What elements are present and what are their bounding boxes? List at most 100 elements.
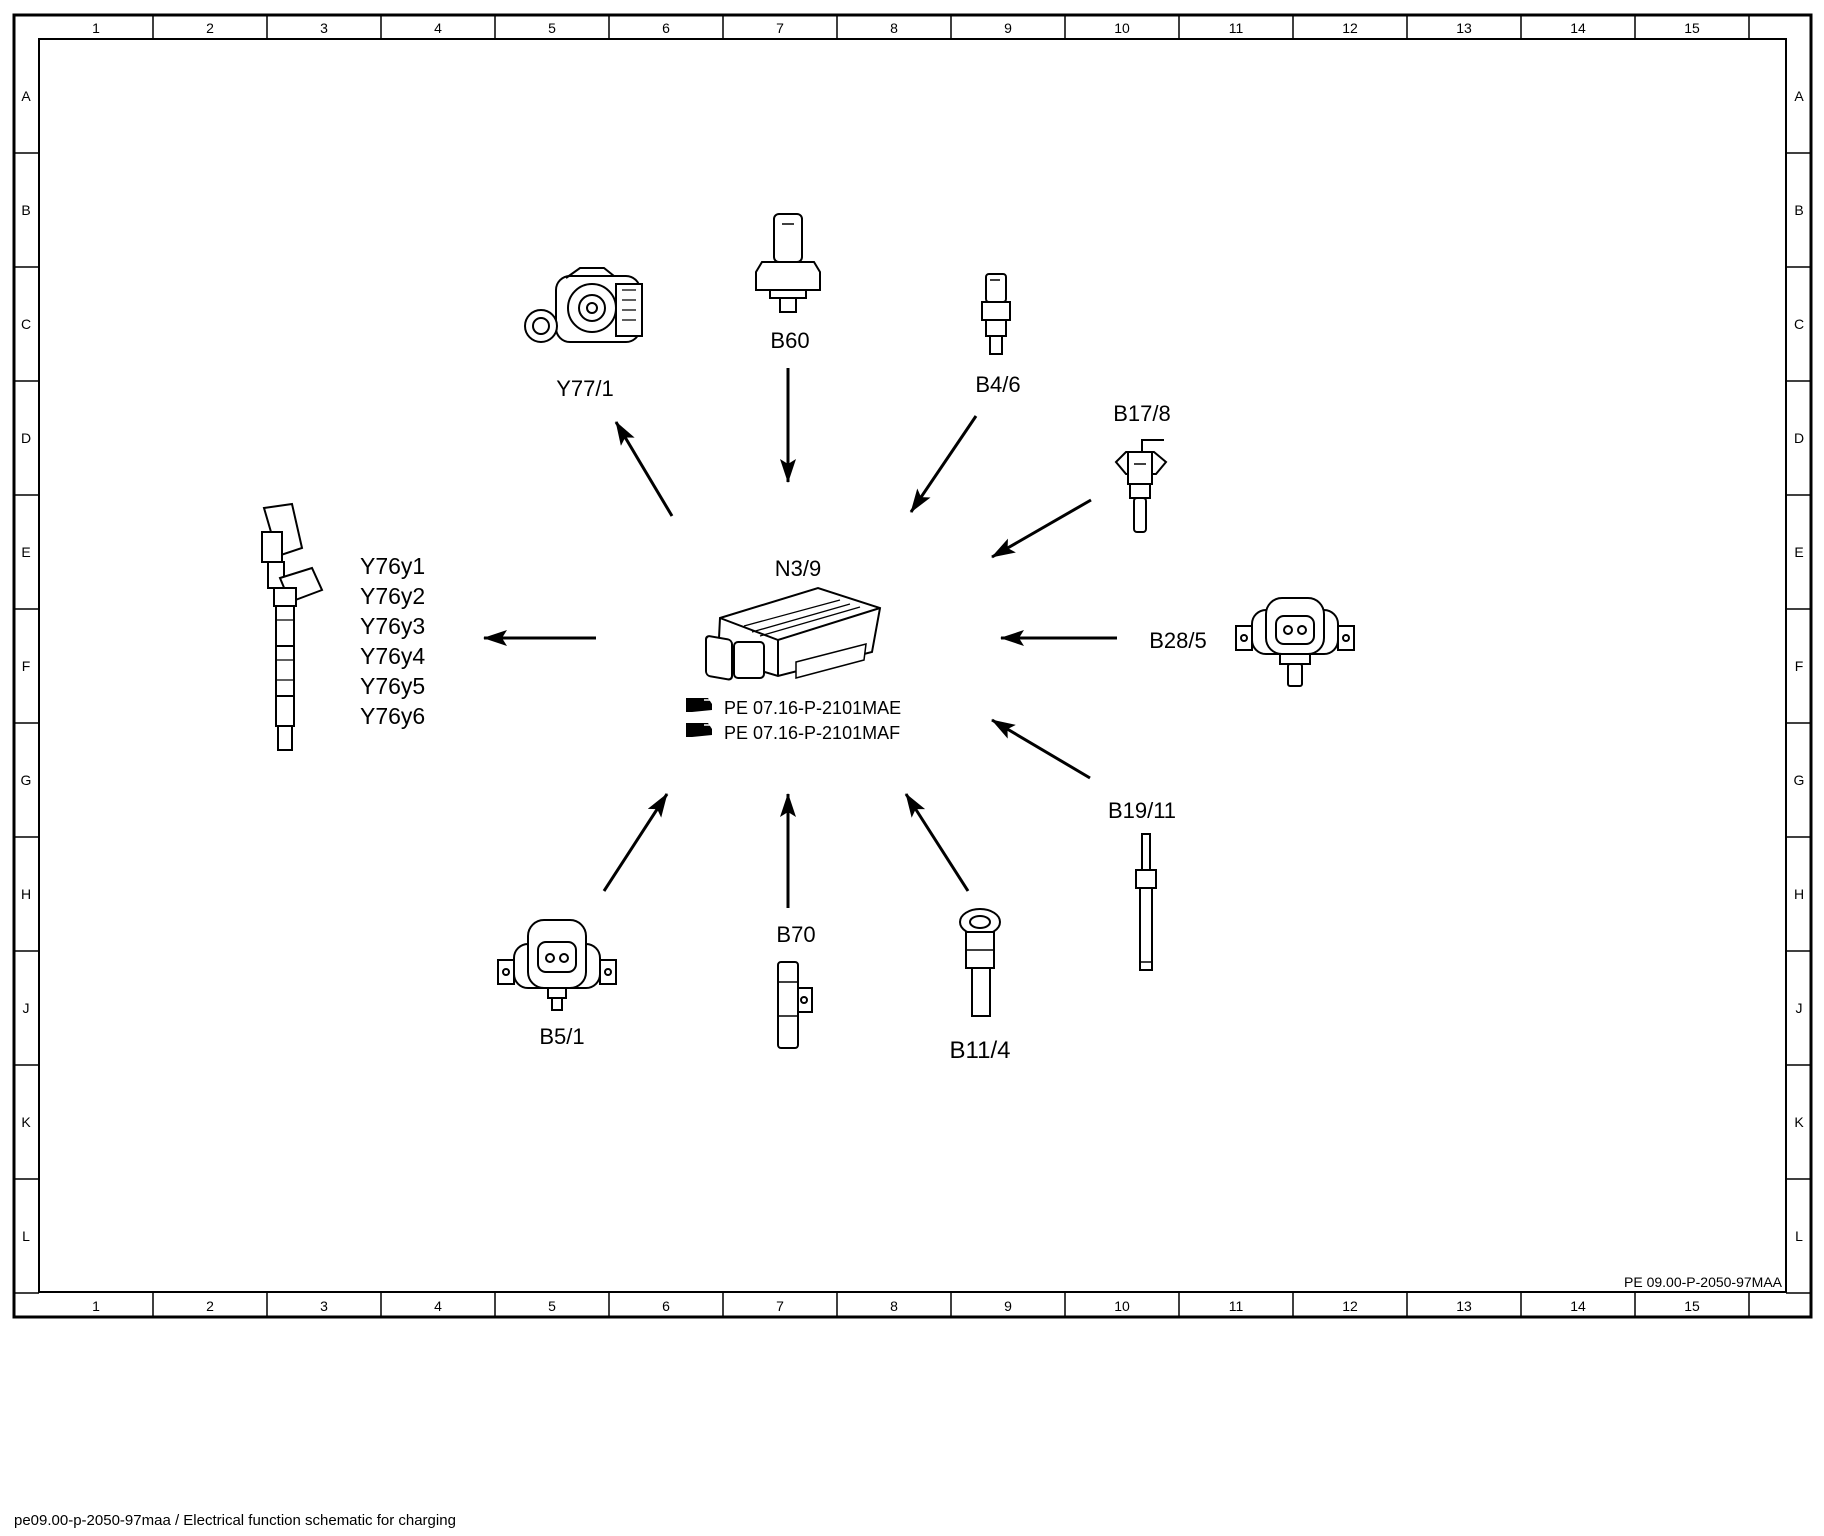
grid-col-label-bottom: 3 (320, 1298, 328, 1314)
grid-row-label-right: G (1794, 772, 1805, 788)
grid-col-label-top: 7 (776, 20, 784, 36)
component-b28-5: B28/5 (1149, 597, 1355, 687)
ref-icon-2 (686, 723, 716, 737)
arrow-from-b4-6 (909, 415, 978, 513)
grid-col-label-top: 12 (1342, 20, 1358, 36)
control-unit-icon (705, 586, 882, 681)
grid-col-label-bottom: 10 (1114, 1298, 1130, 1314)
ref-icon-1 (686, 698, 716, 712)
drawing-frame (12, 13, 1813, 1319)
control-unit-n3-9: N3/9 PE 07.16-P-2101MAE PE 07.16-P-2101M… (686, 556, 901, 743)
grid-ticks (14, 15, 1811, 1317)
grid-row-label-left: C (21, 316, 31, 332)
injector-labels: Y76y1 Y76y2 Y76y3 Y76y4 Y76y5 Y76y6 (360, 553, 425, 729)
intake-sensor-icon (1114, 439, 1168, 533)
label-b5-1: B5/1 (539, 1024, 584, 1049)
label-y76y3: Y76y3 (360, 613, 425, 639)
grid-col-label-top: 11 (1229, 20, 1244, 36)
arrow-from-b19-11 (991, 718, 1091, 780)
grid-col-label-top: 8 (890, 20, 898, 36)
component-b4-6: B4/6 (975, 273, 1021, 397)
label-y76y4: Y76y4 (360, 643, 425, 669)
grid-labels: 1122334455667788991010111112121313141415… (21, 20, 1805, 1314)
grid-col-label-top: 1 (92, 20, 100, 36)
label-b70: B70 (776, 922, 815, 947)
label-b4-6: B4/6 (975, 372, 1020, 397)
figure-caption: pe09.00-p-2050-97maa / Electrical functi… (14, 1512, 456, 1529)
grid-col-label-bottom: 11 (1229, 1298, 1244, 1314)
control-unit-ref-2: PE 07.16-P-2101MAF (724, 723, 900, 743)
component-b70: B70 (776, 922, 816, 1049)
grid-col-label-top: 14 (1570, 20, 1586, 36)
grid-col-label-top: 5 (548, 20, 556, 36)
grid-row-label-right: H (1794, 886, 1804, 902)
grid-row-label-right: J (1796, 1000, 1803, 1016)
component-b11-4: B11/4 (950, 908, 1011, 1064)
grid-row-label-right: E (1794, 544, 1803, 560)
crankshaft-sensor-icon (777, 961, 813, 1049)
grid-col-label-bottom: 9 (1004, 1298, 1012, 1314)
exhaust-temp-probe-icon (1135, 833, 1157, 971)
actuator-icon (524, 267, 643, 343)
grid-row-label-right: K (1794, 1114, 1804, 1130)
grid-row-label-right: C (1794, 316, 1804, 332)
grid-row-label-left: L (22, 1228, 30, 1244)
label-b17-8: B17/8 (1113, 401, 1171, 426)
grid-col-label-bottom: 1 (92, 1298, 100, 1314)
grid-col-label-top: 15 (1684, 20, 1700, 36)
grid-row-label-left: E (21, 544, 30, 560)
drawing-reference: PE 09.00-P-2050-97MAA (1624, 1274, 1783, 1290)
label-y76y1: Y76y1 (360, 553, 425, 579)
component-b60: B60 (755, 213, 821, 353)
arrow-from-b17-8 (991, 498, 1092, 559)
label-b19-11: B19/11 (1108, 798, 1176, 823)
grid-row-label-right: D (1794, 430, 1804, 446)
grid-col-label-bottom: 6 (662, 1298, 670, 1314)
grid-col-label-bottom: 12 (1342, 1298, 1358, 1314)
label-y76y6: Y76y6 (360, 703, 425, 729)
temperature-sensor-icon (981, 273, 1011, 355)
label-y76y2: Y76y2 (360, 583, 425, 609)
grid-col-label-bottom: 2 (206, 1298, 214, 1314)
label-y77-1: Y77/1 (556, 376, 614, 401)
grid-row-label-left: B (21, 202, 30, 218)
grid-row-label-left: G (21, 772, 32, 788)
injector-icon (261, 502, 324, 751)
control-unit-ref-1: PE 07.16-P-2101MAE (724, 698, 901, 718)
grid-col-label-bottom: 5 (548, 1298, 556, 1314)
control-unit-label: N3/9 (775, 556, 821, 581)
grid-row-label-left: K (21, 1114, 31, 1130)
map-sensor-icon (1235, 597, 1355, 687)
grid-col-label-bottom: 14 (1570, 1298, 1586, 1314)
label-y76y5: Y76y5 (360, 673, 425, 699)
grid-col-label-top: 3 (320, 20, 328, 36)
grid-col-label-top: 4 (434, 20, 442, 36)
arrow-to-y77-1 (614, 421, 674, 517)
grid-col-label-bottom: 13 (1456, 1298, 1472, 1314)
grid-col-label-top: 2 (206, 20, 214, 36)
component-b5-1: B5/1 (497, 919, 617, 1049)
grid-row-label-right: L (1795, 1228, 1803, 1244)
grid-row-label-right: A (1794, 88, 1804, 104)
grid-row-label-right: F (1795, 658, 1804, 674)
label-b11-4: B11/4 (950, 1037, 1011, 1064)
arrow-from-b5-1 (602, 793, 669, 892)
grid-col-label-bottom: 7 (776, 1298, 784, 1314)
grid-col-label-top: 9 (1004, 20, 1012, 36)
component-b19-11: B19/11 (1108, 798, 1176, 971)
grid-row-label-left: A (21, 88, 31, 104)
pressure-sensor-icon (755, 213, 821, 313)
charge-pressure-sensor-icon (497, 919, 617, 1011)
coolant-sensor-icon (959, 908, 1001, 1017)
grid-row-label-left: H (21, 886, 31, 902)
grid-col-label-bottom: 8 (890, 1298, 898, 1314)
component-y76-injectors: Y76y1 Y76y2 Y76y3 Y76y4 Y76y5 Y76y6 (261, 502, 425, 751)
grid-row-label-left: J (23, 1000, 30, 1016)
grid-col-label-top: 10 (1114, 20, 1130, 36)
component-b17-8: B17/8 (1113, 401, 1171, 533)
arrow-from-b11-4 (904, 793, 970, 892)
grid-col-label-bottom: 4 (434, 1298, 442, 1314)
grid-row-label-left: D (21, 430, 31, 446)
label-b60: B60 (770, 328, 809, 353)
grid-col-label-bottom: 15 (1684, 1298, 1700, 1314)
